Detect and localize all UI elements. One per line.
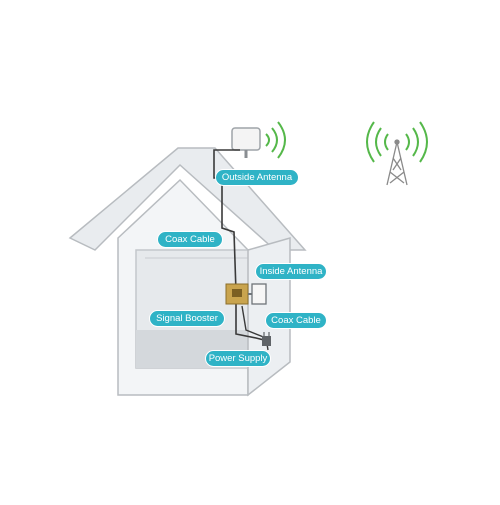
inside-antenna-label: Inside Antenna [256, 264, 326, 279]
cell-tower-icon [386, 139, 408, 186]
inside-antenna-icon [248, 283, 267, 305]
tower-signal-waves [366, 121, 428, 163]
signal-wave-icon [265, 121, 286, 159]
outside-antenna-label: Outside Antenna [216, 170, 298, 185]
signal-booster-label: Signal Booster [150, 311, 224, 326]
power-supply-label: Power Supply [206, 351, 270, 366]
signal-booster-icon [225, 283, 249, 305]
coax-cable-right-label: Coax Cable [266, 313, 326, 328]
coax-cable-top-label: Coax Cable [158, 232, 222, 247]
outside-antenna-icon [231, 127, 261, 158]
coax-cable-line-lower [235, 302, 265, 341]
power-plug-icon [262, 332, 271, 346]
